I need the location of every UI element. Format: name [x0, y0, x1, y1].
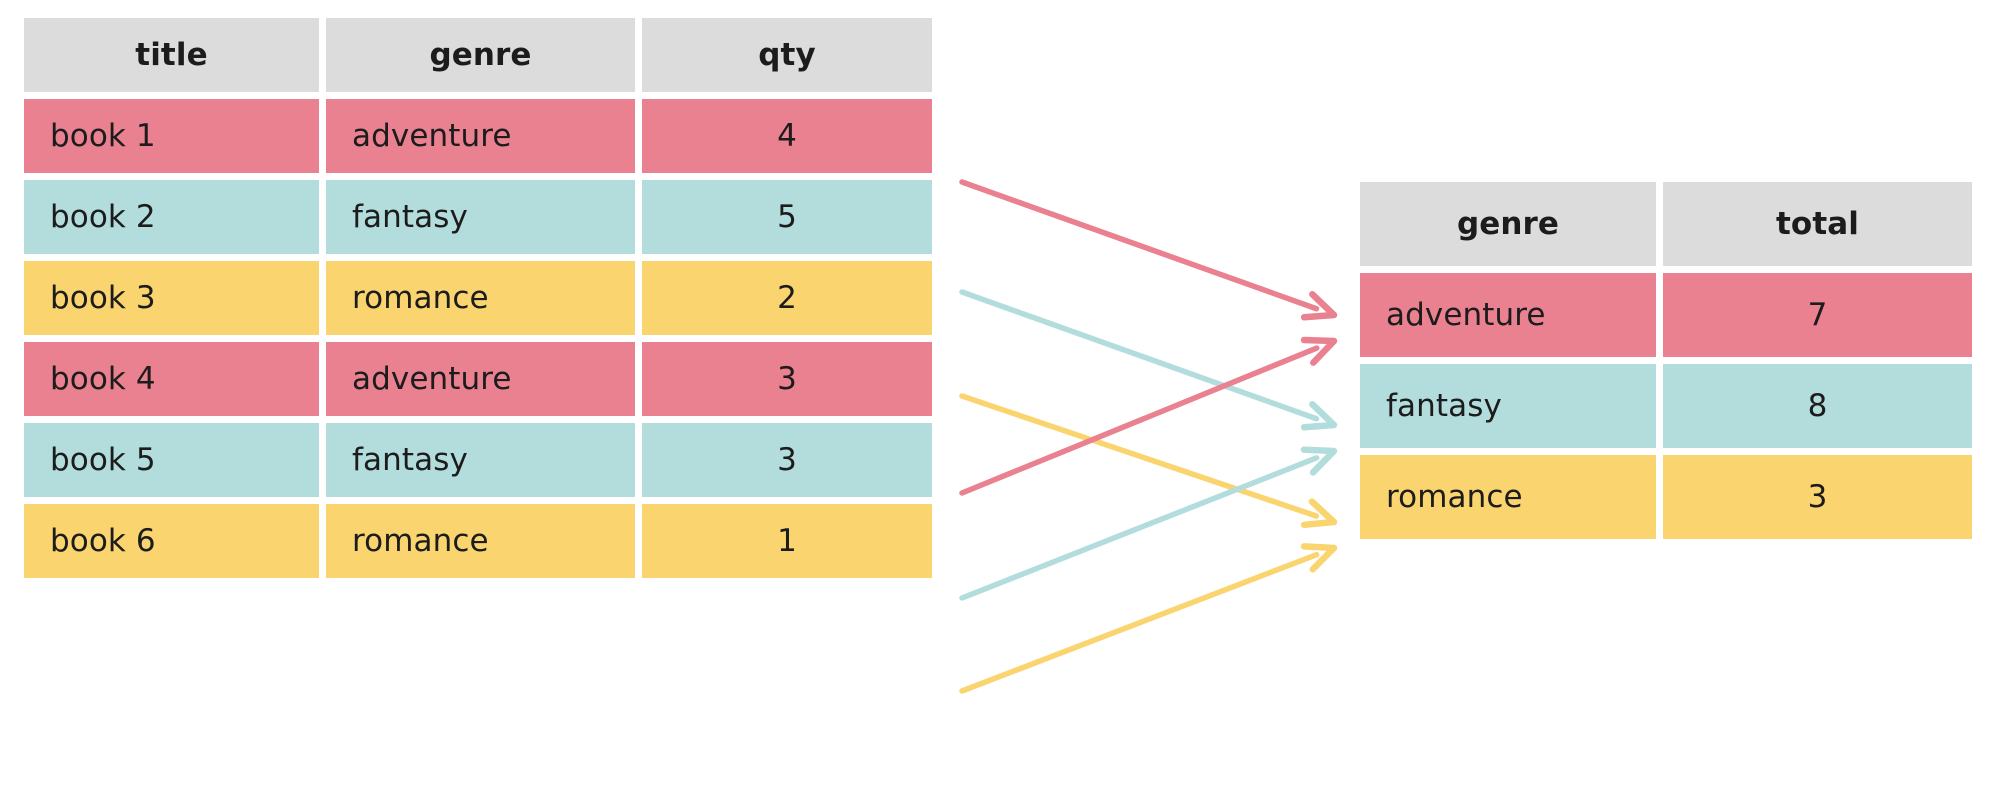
arrow-head-icon — [1300, 446, 1338, 476]
arrow-shaft — [959, 289, 1320, 422]
source-cell-title: book 3 — [24, 261, 319, 335]
arrow-shaft — [959, 345, 1320, 496]
arrow-shaft — [959, 179, 1320, 312]
arrow-book4-to-adventure — [959, 336, 1338, 496]
arrow-head-icon — [1300, 336, 1338, 366]
source-column-header-title: title — [24, 18, 319, 92]
arrow-shaft — [959, 455, 1320, 601]
source-column-header-genre: genre — [326, 18, 635, 92]
source-cell-qty: 5 — [642, 180, 932, 254]
source-cell-qty: 1 — [642, 504, 932, 578]
arrow-shaft — [959, 393, 1320, 519]
source-cell-title: book 2 — [24, 180, 319, 254]
source-cell-genre: romance — [326, 261, 635, 335]
arrow-book2-to-fantasy — [959, 289, 1338, 431]
source-cell-qty: 4 — [642, 99, 932, 173]
arrow-book1-to-adventure — [959, 179, 1338, 321]
source-cell-genre: fantasy — [326, 180, 635, 254]
result-cell-total: 3 — [1663, 455, 1972, 539]
source-cell-title: book 4 — [24, 342, 319, 416]
arrow-head-icon — [1300, 498, 1338, 529]
source-cell-title: book 1 — [24, 99, 319, 173]
arrow-shaft — [959, 551, 1320, 694]
source-cell-genre: romance — [326, 504, 635, 578]
source-cell-title: book 5 — [24, 423, 319, 497]
source-cell-qty: 2 — [642, 261, 932, 335]
result-column-header-total: total — [1663, 182, 1972, 266]
arrow-book6-to-romance — [959, 543, 1338, 694]
result-cell-total: 7 — [1663, 273, 1972, 357]
result-cell-total: 8 — [1663, 364, 1972, 448]
source-cell-title: book 6 — [24, 504, 319, 578]
result-column-header-genre: genre — [1360, 182, 1656, 266]
source-cell-qty: 3 — [642, 423, 932, 497]
source-cell-genre: fantasy — [326, 423, 635, 497]
source-cell-qty: 3 — [642, 342, 932, 416]
arrow-book3-to-romance — [959, 393, 1338, 529]
source-column-header-qty: qty — [642, 18, 932, 92]
source-cell-genre: adventure — [326, 99, 635, 173]
result-cell-genre: adventure — [1360, 273, 1656, 357]
arrow-head-icon — [1300, 401, 1338, 431]
arrow-head-icon — [1300, 543, 1338, 573]
result-cell-genre: fantasy — [1360, 364, 1656, 448]
source-cell-genre: adventure — [326, 342, 635, 416]
arrow-head-icon — [1300, 291, 1338, 321]
arrow-book5-to-fantasy — [959, 446, 1338, 601]
result-cell-genre: romance — [1360, 455, 1656, 539]
